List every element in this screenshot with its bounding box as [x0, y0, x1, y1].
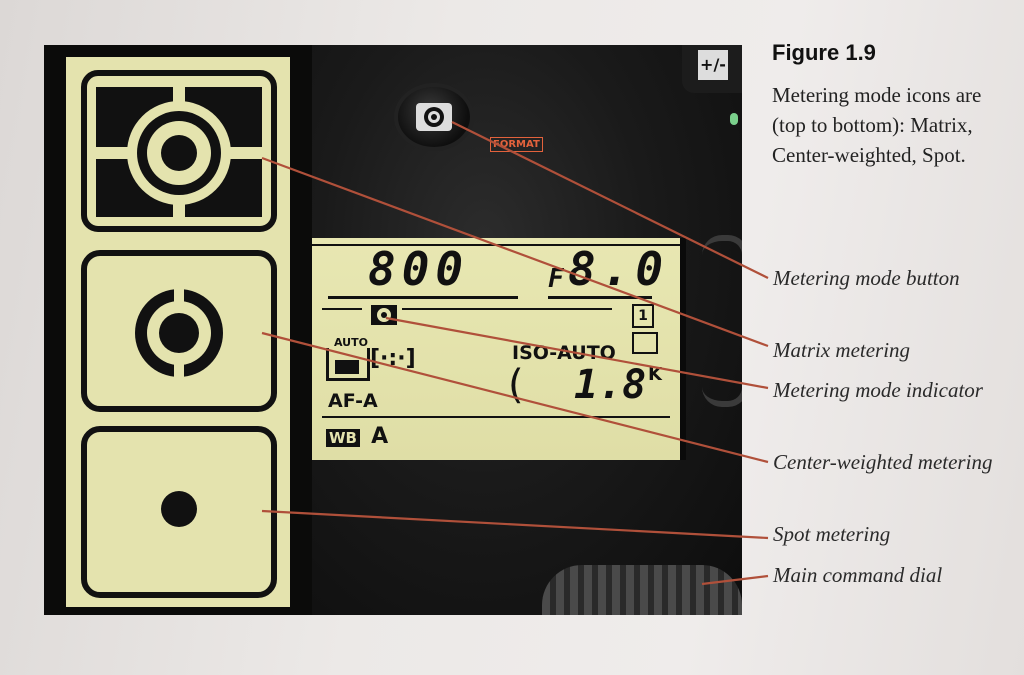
- lcd-wb-label: WB: [326, 429, 360, 447]
- lcd-focus-mode: AF-A: [328, 390, 378, 412]
- format-label: FORMAT: [490, 137, 543, 152]
- lcd-aperture-value: 8.0: [568, 242, 670, 296]
- figure-caption: Metering mode icons are (top to bottom):…: [772, 83, 982, 167]
- control-panel-lcd: 800 F 8.0 1 AUTO [·:·] ISO-AUTO ( 1.8 K: [312, 238, 686, 460]
- lcd-iso-value: 800: [368, 242, 470, 296]
- lcd-battery-box: [632, 332, 658, 354]
- camera-top-view: FORMAT +/- 800 F 8.0 1 AUTO: [312, 45, 742, 615]
- callout-main-command-dial: Main command dial: [773, 563, 943, 587]
- metering-icons-panel: [44, 45, 312, 615]
- status-led: [730, 113, 738, 125]
- leader-line-matrix: [261, 156, 769, 348]
- callout-spot-metering: Spot metering: [773, 522, 891, 546]
- main-command-dial: [542, 565, 742, 615]
- callout-metering-mode-indicator: Metering mode indicator: [773, 378, 983, 402]
- metering-icons-strip: [66, 57, 290, 607]
- lcd-wb-group: WB A: [326, 424, 388, 449]
- lcd-wb-value: A: [371, 424, 389, 449]
- leader-line-center-weighted: [261, 331, 769, 464]
- lcd-iso-auto: ISO-AUTO: [512, 342, 616, 364]
- lcd-k-label: K: [648, 364, 662, 385]
- camera-side-ring: [702, 235, 742, 407]
- lcd-area-mode-bracket: [326, 348, 370, 381]
- leader-line-metering-button: [451, 121, 769, 279]
- exposure-compensation-button: +/-: [682, 45, 742, 93]
- metering-icons-svg: [81, 70, 277, 598]
- figure-photo: FORMAT +/- 800 F 8.0 1 AUTO: [44, 45, 742, 615]
- callout-metering-mode-button: Metering mode button: [773, 266, 960, 290]
- metering-mode-button: [398, 87, 470, 147]
- leader-line-spot: [261, 509, 769, 540]
- center-weighted-metering-icon: [81, 250, 277, 412]
- lcd-aperture-prefix: F: [548, 264, 564, 294]
- matrix-metering-icon: [416, 103, 452, 131]
- matrix-metering-icon: [81, 70, 277, 232]
- lcd-exposure-value: 1.8: [574, 362, 647, 408]
- leader-line-dial: [701, 574, 769, 586]
- callout-matrix-metering: Matrix metering: [773, 338, 911, 362]
- lcd-frame-count: 1: [632, 304, 654, 328]
- exposure-compensation-icon: +/-: [698, 50, 728, 80]
- lcd-auto-label: AUTO: [334, 336, 368, 349]
- callout-center-weighted-metering: Center-weighted metering: [773, 450, 993, 474]
- leader-line-indicator: [385, 316, 769, 390]
- figure-title: Figure 1.9: [772, 40, 876, 65]
